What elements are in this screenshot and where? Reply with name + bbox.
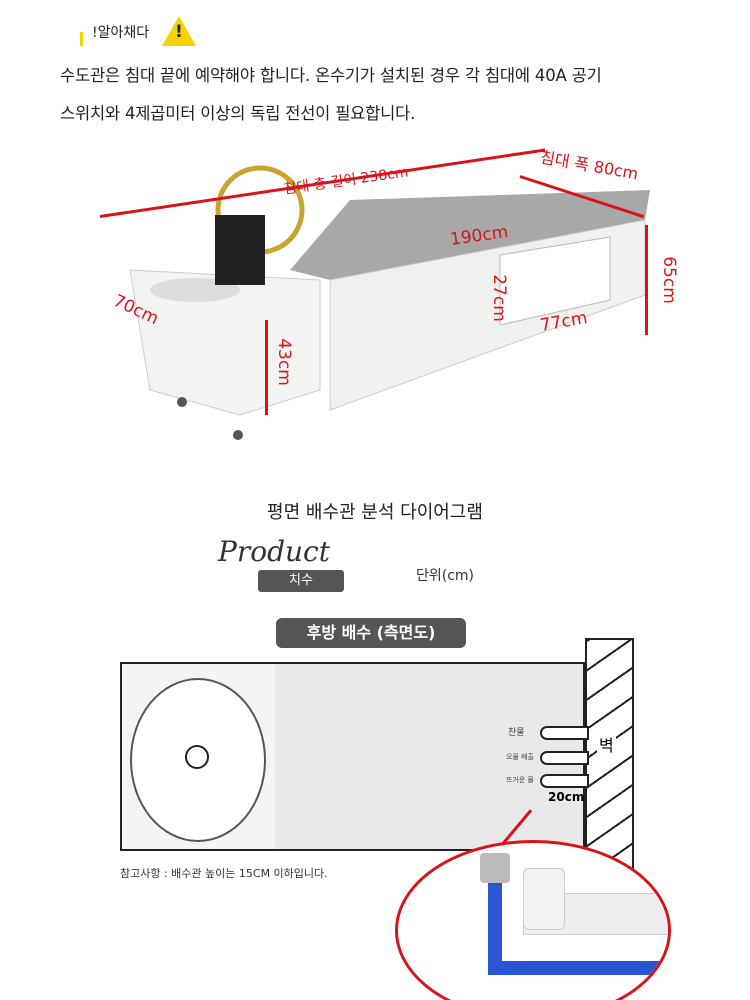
bed-mattress xyxy=(290,190,650,280)
valve xyxy=(480,853,510,883)
pipe-label-drain: 오물 배출 xyxy=(506,753,534,761)
dim-line-height xyxy=(645,225,648,335)
pipe-cold xyxy=(540,726,589,740)
dim-line-cabinet xyxy=(265,320,268,415)
blue-pipe-vertical xyxy=(488,863,502,973)
warning-icon: ! xyxy=(162,16,196,46)
dim-height: 65cm xyxy=(658,256,679,304)
pipe-drain xyxy=(540,751,589,765)
dim-cabinet-height: 43cm xyxy=(273,338,294,386)
blue-pipe-horizontal xyxy=(488,961,668,975)
bed-illustration xyxy=(129,165,650,440)
wash-basin-cabinet xyxy=(129,269,321,416)
notice-line-2: 스위치와 4제곱미터 이상의 독립 전선이 필요합니다. xyxy=(60,104,416,123)
dim-storage-height: 27cm xyxy=(488,274,509,322)
product-script: Product xyxy=(218,535,330,568)
distance-label: 20cm xyxy=(548,790,585,804)
unit-label: 단위(cm) xyxy=(416,568,475,584)
pipe-closeup-callout xyxy=(395,840,671,1000)
notice-line-1: 수도관은 침대 끝에 예약해야 합니다. 온수기가 설치된 경우 각 침대에 4… xyxy=(60,66,602,85)
view-label: 후방 배수 (측면도) xyxy=(276,618,466,648)
product-tag: 치수 xyxy=(258,570,344,592)
wall-label: 벽 xyxy=(597,730,616,758)
notice-title: !알아채다 xyxy=(92,25,150,41)
drain-elbow xyxy=(523,868,565,930)
accent-mark xyxy=(80,32,83,46)
drain-icon xyxy=(185,745,209,769)
shower-head xyxy=(215,215,265,285)
bed-section xyxy=(275,662,585,851)
note: 참고사항 : 배수관 높이는 15CM 이하입니다. xyxy=(120,867,328,880)
pipe-hot xyxy=(540,774,589,788)
pipe-label-cold: 찬물 xyxy=(508,728,525,738)
pipe-label-hot: 뜨거운 물 xyxy=(506,776,534,784)
diagram-title: 평면 배수관 분석 다이어그램 xyxy=(267,502,483,523)
storage-shelf xyxy=(499,236,611,326)
